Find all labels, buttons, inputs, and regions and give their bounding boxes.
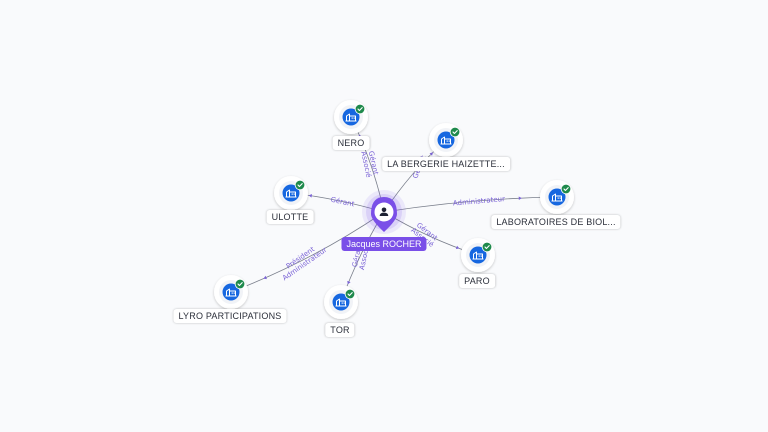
company-building-icon — [222, 283, 240, 301]
edge-arrow-la-bergerie — [429, 152, 433, 156]
company-label-laboratoires[interactable]: LABORATOIRES DE BIOL... — [491, 215, 621, 229]
company-node-ulotte[interactable] — [274, 176, 308, 210]
company-node-la-bergerie[interactable] — [429, 123, 463, 157]
edge-label-laboratoires: Administrateur — [453, 195, 506, 208]
edge-label-lyro: PrésidentAdministrateur — [277, 240, 329, 283]
verified-check-icon — [234, 278, 246, 290]
relation-label: Administrateur — [453, 195, 506, 208]
company-building-icon — [342, 108, 360, 126]
company-node-lyro[interactable] — [214, 275, 248, 309]
company-building-icon — [469, 246, 487, 264]
edge-arrow-paro — [455, 245, 460, 250]
company-node-tor[interactable] — [324, 285, 358, 319]
company-label-nero[interactable]: NERO — [332, 136, 370, 150]
relation-label: Gérant — [330, 196, 355, 209]
verified-check-icon — [344, 288, 356, 300]
edge-label-ulotte: Gérant — [330, 196, 355, 209]
edge-arrow-tor — [347, 280, 351, 285]
company-building-icon — [548, 188, 566, 206]
company-label-tor[interactable]: TOR — [325, 323, 355, 337]
person-node[interactable] — [362, 190, 406, 234]
nodes-layer — [214, 100, 574, 319]
edge-laboratoires — [383, 196, 558, 213]
company-building-icon — [282, 184, 300, 202]
verified-check-icon — [354, 103, 366, 115]
company-node-laboratoires[interactable] — [540, 180, 574, 214]
company-label-lyro[interactable]: LYRO PARTICIPATIONS — [173, 309, 287, 323]
company-node-nero[interactable] — [334, 100, 368, 134]
company-label-la-bergerie[interactable]: LA BERGERIE HAIZETTE... — [382, 157, 510, 171]
edge-label-nero: GérantAssocié — [359, 149, 380, 178]
edge-arrow-lyro — [263, 275, 267, 280]
edge-lyro — [230, 211, 385, 293]
verified-check-icon — [449, 126, 461, 138]
company-node-paro[interactable] — [461, 238, 495, 272]
company-building-icon — [437, 131, 455, 149]
verified-check-icon — [560, 183, 572, 195]
edge-arrow-ulotte — [308, 194, 312, 198]
verified-check-icon — [294, 179, 306, 191]
company-label-ulotte[interactable]: ULOTTE — [266, 210, 314, 224]
company-label-paro[interactable]: PARO — [459, 274, 495, 288]
person-icon — [379, 207, 389, 216]
edge-arrow-laboratoires — [518, 196, 522, 201]
verified-check-icon — [481, 241, 493, 253]
company-building-icon — [332, 293, 350, 311]
person-label[interactable]: Jacques ROCHER — [341, 237, 427, 251]
